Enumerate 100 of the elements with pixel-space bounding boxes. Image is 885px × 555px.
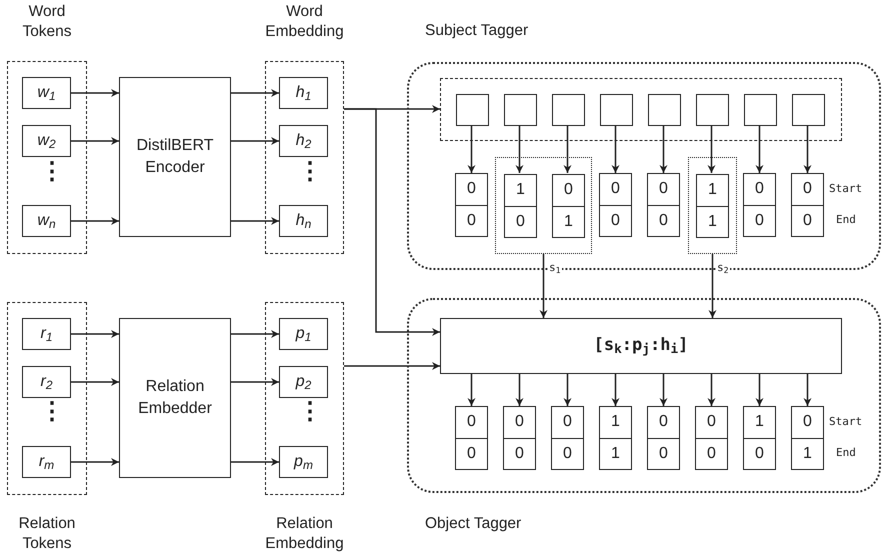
ellipsis: ⋮ <box>298 400 322 424</box>
arrow <box>612 125 620 173</box>
tag-column <box>791 173 824 237</box>
token-box: p$_{m}$ <box>279 446 328 478</box>
tag-value: 0 <box>648 438 679 469</box>
tag-column <box>455 173 488 237</box>
tag-value: 1 <box>553 206 584 237</box>
arrow <box>71 378 119 386</box>
arrow <box>804 374 812 406</box>
arrow <box>708 125 716 173</box>
hidden-state-square <box>600 94 633 126</box>
ellipsis: ⋮ <box>298 160 322 184</box>
tag-value: 0 <box>514 412 525 432</box>
span-frame <box>495 157 592 254</box>
hidden-state-square <box>456 94 489 126</box>
tag-value: 0 <box>466 179 477 200</box>
hidden-state-square <box>744 94 777 126</box>
hidden-state-square <box>552 94 585 126</box>
encoder-block: DistilBERT Encoder <box>119 77 231 237</box>
arrow <box>71 330 119 338</box>
tag-column <box>551 406 584 470</box>
arrow <box>231 217 279 225</box>
ellipsis: ⋮ <box>40 160 64 184</box>
tag-column <box>695 406 728 470</box>
tag-value: 0 <box>744 204 775 236</box>
row-label: End <box>836 447 856 458</box>
group-heading: Relation Tokens <box>18 514 76 554</box>
tag-column <box>791 406 824 470</box>
token-box: r$_{2}$ <box>22 366 71 398</box>
tag-value: 0 <box>658 179 669 200</box>
tag-column <box>743 406 776 470</box>
tag-value: 0 <box>456 438 487 469</box>
arrow <box>231 89 279 97</box>
tag-column <box>552 174 585 238</box>
tag-value: 1 <box>754 412 765 432</box>
hidden-state-square <box>648 94 681 126</box>
token-box: p$_{1}$ <box>279 318 328 350</box>
tag-value: 1 <box>697 206 728 237</box>
arrow <box>231 378 279 386</box>
arrow <box>756 374 764 406</box>
token-box: w$_{2}$ <box>22 125 71 157</box>
group-heading: Relation Embedding <box>265 514 344 554</box>
tag-value: 1 <box>600 438 631 469</box>
span-frame <box>688 157 737 254</box>
arrow <box>756 125 764 173</box>
token-box: h$_{2}$ <box>279 125 328 157</box>
token-box: h$_{1}$ <box>279 77 328 109</box>
tag-value: 0 <box>456 204 487 236</box>
tag-column <box>647 406 680 470</box>
tag-column <box>503 406 536 470</box>
arrow <box>344 362 440 370</box>
arrow <box>71 217 119 225</box>
token-box: r$_{m}$ <box>22 446 71 478</box>
tag-value: 0 <box>562 412 573 432</box>
tag-value: 0 <box>466 412 477 432</box>
tag-column <box>696 174 729 238</box>
tag-value: 0 <box>504 438 535 469</box>
tag-value: 0 <box>563 180 574 200</box>
arrow <box>804 125 812 173</box>
edge-label: s$_{2}$ <box>716 262 730 274</box>
tag-value: 0 <box>610 179 621 200</box>
token-box: p$_{2}$ <box>279 366 328 398</box>
arrow <box>516 374 524 406</box>
arrow <box>612 374 620 406</box>
tag-column <box>599 406 632 470</box>
tag-column <box>647 173 680 237</box>
token-box: w$_{1}$ <box>22 77 71 109</box>
arrow <box>468 374 476 406</box>
ellipsis: ⋮ <box>40 400 64 424</box>
arrow <box>564 374 572 406</box>
tag-value: 0 <box>754 179 765 200</box>
tag-value: 0 <box>658 412 669 432</box>
arrow <box>540 254 548 318</box>
row-label: End <box>836 214 856 225</box>
token-box: h$_{n}$ <box>279 205 328 237</box>
tag-value: 0 <box>744 438 775 469</box>
hidden-state-square <box>504 94 537 126</box>
tag-column <box>743 173 776 237</box>
token-box: r$_{1}$ <box>22 318 71 350</box>
token-box: w$_{n}$ <box>22 205 71 237</box>
arrow <box>708 254 716 318</box>
hidden-state-square <box>792 94 825 126</box>
concat-block: [s$_{k}$:p$_{j}$:h$_{i}$] <box>440 318 842 374</box>
arrow <box>231 330 279 338</box>
row-label: Start <box>829 416 862 427</box>
group-heading: Word Tokens <box>21 2 73 42</box>
arrow <box>708 374 716 406</box>
group-heading: Subject Tagger <box>425 21 528 41</box>
dashed-frame <box>440 78 842 141</box>
tag-value: 0 <box>802 412 813 432</box>
tag-value: 0 <box>792 204 823 236</box>
arrow <box>344 108 440 336</box>
tag-value: 1 <box>515 180 526 200</box>
arrow <box>468 125 476 173</box>
group-heading: Word Embedding <box>265 2 344 42</box>
tag-value: 0 <box>600 204 631 236</box>
encoder-block: Relation Embedder <box>119 318 231 478</box>
arrow <box>516 125 524 173</box>
tag-value: 0 <box>706 412 717 432</box>
arrow <box>71 458 119 466</box>
